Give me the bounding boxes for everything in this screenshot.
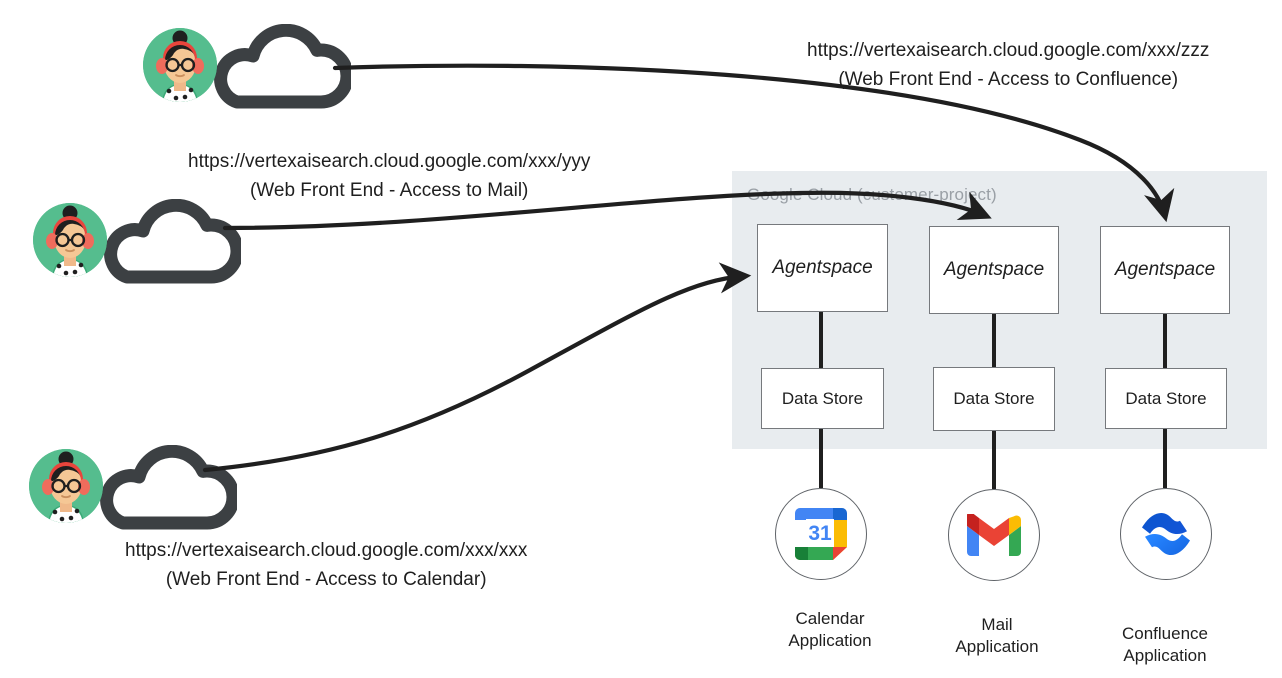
agentspace-box-mail[interactable]: Agentspace — [929, 226, 1059, 314]
url-description: (Web Front End - Access to Mail) — [249, 180, 529, 202]
user-group-calendar — [29, 443, 240, 538]
agentspace-label: Agentspace — [1114, 259, 1216, 280]
app-label-line1: Mail — [981, 615, 1013, 634]
app-label-line2: Application — [1123, 646, 1207, 666]
url-text: https://vertexaisearch.cloud.google.com/… — [125, 540, 528, 561]
connector-datastore-app-calendar — [819, 429, 823, 488]
cloud-outline-icon — [87, 444, 240, 538]
user-avatar-icon — [29, 449, 103, 523]
user-avatar-icon — [33, 203, 107, 277]
user-group-mail — [33, 197, 244, 292]
app-icon-circle-mail[interactable] — [948, 489, 1040, 581]
connector-agentspace-datastore-calendar — [819, 312, 823, 368]
url-caption-confluence: https://vertexaisearch.cloud.google.com/… — [807, 36, 1209, 95]
app-label-calendar: Calendar Application — [735, 608, 925, 653]
connector-agentspace-datastore-confluence — [1163, 314, 1167, 368]
app-icon-circle-calendar[interactable]: 31 — [775, 488, 867, 580]
agentspace-box-confluence[interactable]: Agentspace — [1100, 226, 1230, 314]
url-text: https://vertexaisearch.cloud.google.com/… — [188, 151, 591, 172]
cloud-outline-icon — [91, 198, 244, 292]
user-group-confluence — [143, 22, 354, 117]
connector-datastore-app-confluence — [1163, 429, 1167, 488]
url-description: (Web Front End - Access to Calendar) — [165, 569, 487, 591]
connector-agentspace-datastore-mail — [992, 314, 996, 367]
agentspace-label: Agentspace — [772, 257, 873, 278]
app-label-line1: Confluence — [1121, 624, 1208, 643]
gmail-icon — [967, 514, 1021, 556]
google-calendar-icon: 31 — [793, 506, 849, 562]
app-label-mail: Mail Application — [902, 614, 1092, 659]
datastore-label: Data Store — [1125, 388, 1207, 408]
arrow-user-calendar — [202, 262, 752, 473]
url-caption-calendar: https://vertexaisearch.cloud.google.com/… — [125, 536, 527, 595]
google-cloud-panel-label: Google Cloud (customer-project) — [747, 185, 997, 204]
app-label-line1: Calendar — [795, 609, 865, 628]
app-label-confluence: Confluence Application — [1070, 623, 1260, 668]
url-text: https://vertexaisearch.cloud.google.com/… — [807, 40, 1210, 61]
app-label-line2: Application — [955, 637, 1039, 657]
url-description: (Web Front End - Access to Confluence) — [838, 69, 1179, 91]
agentspace-box-calendar[interactable]: Agentspace — [757, 224, 888, 312]
datastore-label: Data Store — [953, 389, 1035, 408]
app-label-line2: Application — [788, 631, 872, 651]
svg-text:31: 31 — [808, 522, 832, 545]
datastore-label: Data Store — [781, 388, 864, 408]
url-caption-mail: https://vertexaisearch.cloud.google.com/… — [188, 147, 590, 206]
connector-datastore-app-mail — [992, 431, 996, 489]
datastore-box-calendar[interactable]: Data Store — [761, 368, 884, 429]
datastore-box-mail[interactable]: Data Store — [933, 367, 1055, 431]
datastore-box-confluence[interactable]: Data Store — [1105, 368, 1227, 429]
agentspace-label: Agentspace — [943, 259, 1045, 280]
user-avatar-icon — [143, 28, 217, 102]
app-icon-circle-confluence[interactable] — [1120, 488, 1212, 580]
confluence-icon — [1139, 510, 1193, 558]
cloud-outline-icon — [201, 23, 354, 117]
